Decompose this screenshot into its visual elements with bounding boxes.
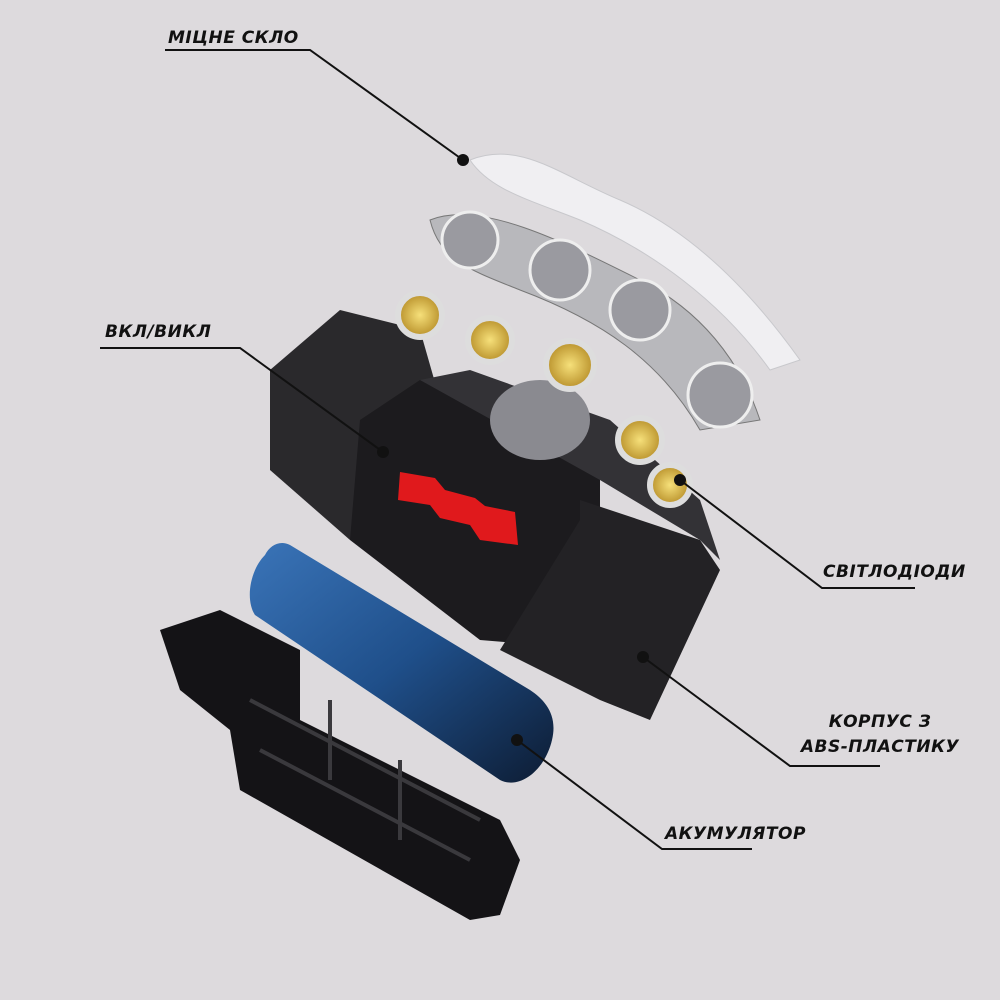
reflector	[429, 210, 761, 431]
battery	[249, 543, 554, 783]
glass-cover	[469, 153, 801, 371]
leds-dot	[674, 474, 686, 486]
housing	[270, 290, 720, 720]
label-switch: ВКЛ/ВИКЛ	[105, 322, 212, 342]
mounting-bracket	[160, 610, 520, 920]
battery-dot	[511, 734, 523, 746]
body-dot	[637, 651, 649, 663]
label-glass: МІЦНЕ СКЛО	[168, 28, 299, 48]
power-switch	[398, 472, 518, 545]
glass-dot	[457, 154, 469, 166]
label-body-line1: КОРПУС З	[828, 712, 932, 732]
leader-lines	[100, 49, 915, 850]
switch-dot	[377, 446, 389, 458]
label-battery: АКУМУЛЯТОР	[665, 824, 806, 844]
label-body-line2: ABS-ПЛАСТИКУ	[800, 737, 960, 757]
label-leds: СВІТЛОДІОДИ	[823, 562, 966, 582]
